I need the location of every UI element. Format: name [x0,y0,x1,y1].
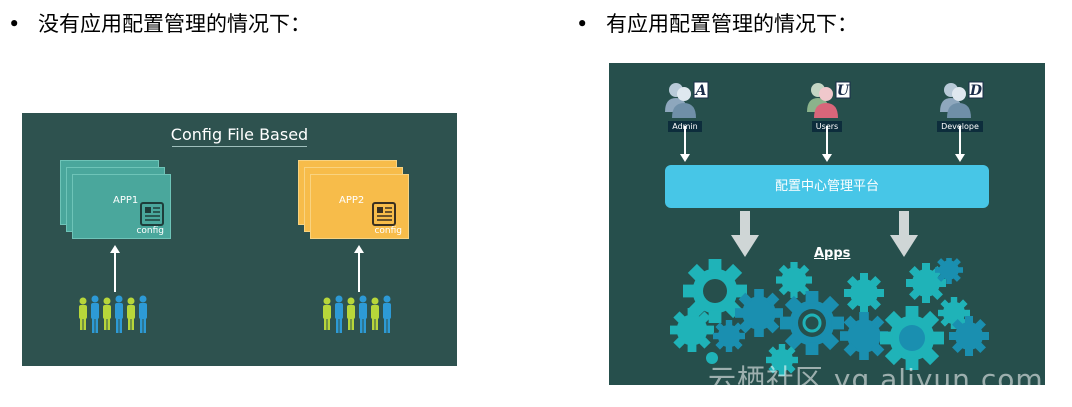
down-arrow-icon [955,126,965,162]
document-icon [140,202,164,226]
role-letter: U [837,83,850,99]
bullet-text: 没有应用配置管理的情况下： [38,12,311,36]
down-arrow-icon [680,126,690,162]
big-down-arrow-icon [890,211,918,257]
users-icon: U [807,81,851,118]
config-label: config [136,226,164,236]
bullet-without-config-mgmt: • 没有应用配置管理的情况下： [8,8,311,38]
app-label: APP2 [339,195,365,206]
bullet-text: 有应用配置管理的情况下： [606,12,858,36]
big-down-arrow-icon [731,211,759,257]
apps-gears-icon [670,258,989,376]
app-label: APP1 [113,195,139,206]
admin-users-icon: A [665,81,709,118]
apps-label: Apps [814,246,851,261]
config-file-based-diagram: Config File Based APP1 config APP2 [22,113,457,366]
document-icon [372,202,396,226]
up-arrow-icon [354,245,364,292]
bullet-dot: • [576,12,589,36]
developer-users-icon: D [940,81,984,118]
bullet-with-config-mgmt: • 有应用配置管理的情况下： [576,8,858,38]
diagram-title: Config File Based [170,125,309,144]
users-group-icon [323,295,391,333]
title-underline [172,146,307,147]
role-letter: D [969,83,983,99]
watermark: 云栖社区 yq.aliyun.com [708,363,1044,396]
config-center-diagram: A Admin U Users D Develope [609,63,1045,385]
role-letter: A [694,83,707,99]
config-label: config [374,226,402,236]
users-group-icon [79,295,147,333]
app2-card: APP2 config [310,174,409,239]
bullet-dot: • [8,12,21,36]
up-arrow-icon [110,245,120,292]
app1-card: APP1 config [72,174,171,239]
down-arrow-icon [822,126,832,162]
config-center-platform: 配置中心管理平台 [665,165,989,208]
